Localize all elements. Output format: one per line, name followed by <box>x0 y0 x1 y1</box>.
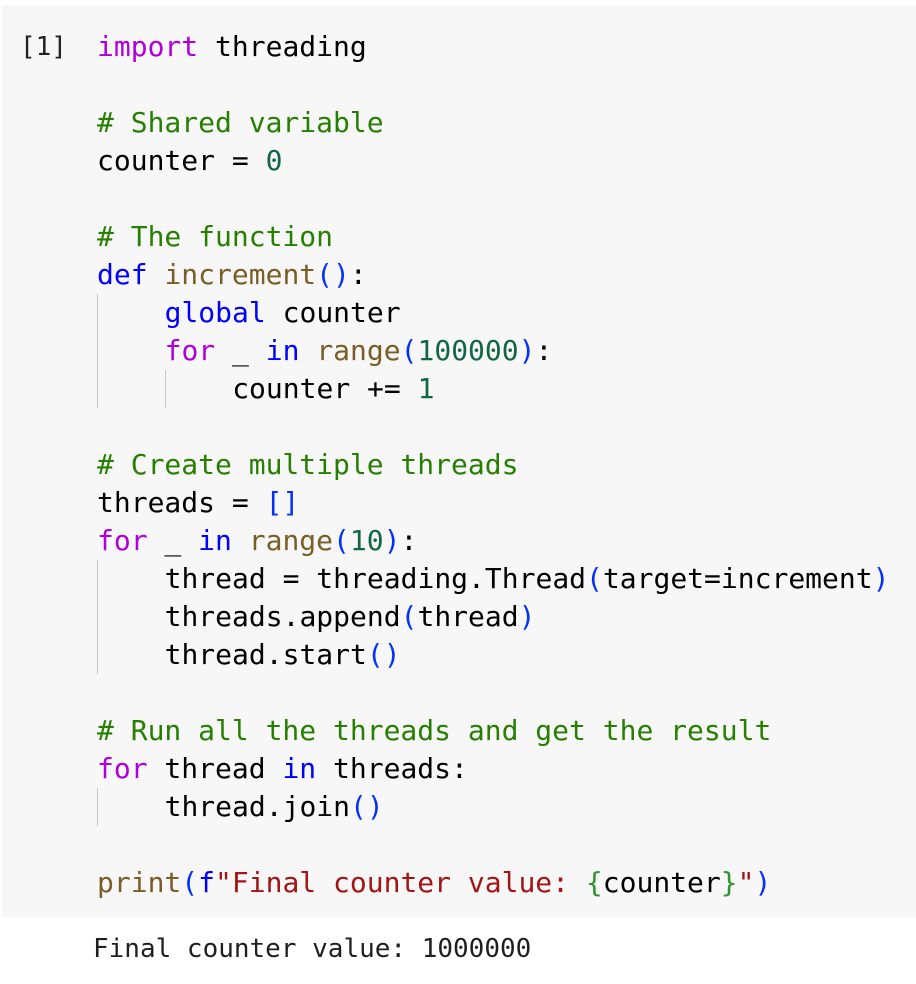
code-token: _ <box>215 334 266 367</box>
indent-guide <box>97 598 165 636</box>
code-line <box>97 674 889 712</box>
code-token: counter += <box>232 372 418 405</box>
code-token: _ <box>147 524 199 557</box>
code-line: # Create multiple threads <box>97 446 889 484</box>
code-token: # Shared variable <box>97 106 384 139</box>
code-token: () <box>350 790 384 823</box>
code-line: threads = [] <box>97 484 889 522</box>
code-token: { <box>585 866 603 899</box>
code-token: for <box>97 752 148 785</box>
code-token: import <box>97 30 199 63</box>
execution-count: [1] <box>20 32 67 62</box>
code-line: import threading <box>97 28 889 66</box>
code-token: in <box>198 524 232 557</box>
code-line: # The function <box>97 218 889 256</box>
code-line: thread = threading.Thread(target=increme… <box>97 560 889 598</box>
code-line <box>97 180 889 218</box>
code-token: counter <box>602 866 721 899</box>
code-token: 0 <box>265 144 283 177</box>
code-token: threads.append <box>164 600 401 633</box>
code-token: [] <box>265 486 300 519</box>
code-line: counter = 0 <box>97 142 889 180</box>
code-token: : <box>349 258 367 291</box>
code-token: : <box>400 524 418 557</box>
code-token: # Run all the threads and get the result <box>97 714 772 747</box>
code-token: threads = <box>97 486 266 519</box>
code-token: for <box>164 334 216 367</box>
code-token: counter = <box>97 144 266 177</box>
code-line <box>97 408 889 446</box>
code-token: # The function <box>97 220 334 253</box>
code-line: for _ in range(10): <box>97 522 889 560</box>
code-token: print <box>97 866 182 899</box>
code-line <box>97 66 889 104</box>
code-token: thread.start <box>164 638 367 671</box>
code-token: # Create multiple threads <box>97 448 519 481</box>
code-line: for thread in threads: <box>97 750 889 788</box>
code-token: global <box>164 296 266 329</box>
code-token: range <box>248 524 334 557</box>
code-token: ) <box>872 562 890 595</box>
indent-guide <box>97 788 165 826</box>
code-token: 10 <box>349 524 384 557</box>
code-line: counter += 1 <box>97 370 889 408</box>
code-token: range <box>316 334 401 367</box>
code-token: : <box>535 334 553 367</box>
code-token: ( <box>400 600 418 633</box>
code-line: global counter <box>97 294 889 332</box>
code-token: ( <box>586 562 603 595</box>
code-token: ) <box>518 600 536 633</box>
code-token: 100000 <box>417 334 519 367</box>
code-line: # Run all the threads and get the result <box>97 712 889 750</box>
code-token: f <box>198 866 216 899</box>
code-token: for <box>97 524 148 557</box>
code-token: thread <box>417 600 519 633</box>
code-token: ) <box>383 524 401 557</box>
cell-output: Final counter value: 1000000 <box>93 934 532 964</box>
code-line: thread.start() <box>97 636 889 674</box>
indent-guide <box>97 332 165 370</box>
code-token: counter <box>265 296 401 329</box>
code-token <box>232 524 249 557</box>
code-token: " <box>737 866 755 899</box>
code-token: 1 <box>417 372 435 405</box>
code-line: threads.append(thread) <box>97 598 889 636</box>
code-token: ) <box>754 866 772 899</box>
code-token: in <box>265 334 300 367</box>
code-line: thread.join() <box>97 788 889 826</box>
code-line: def increment(): <box>97 256 889 294</box>
code-token: "Final counter value: <box>215 866 586 899</box>
code-line: for _ in range(100000): <box>97 332 889 370</box>
indent-guide <box>97 636 165 674</box>
code-token: increment <box>164 258 317 291</box>
code-token: } <box>720 866 738 899</box>
code-token: def <box>97 258 148 291</box>
indent-guide <box>97 560 165 598</box>
code-token: thread.join <box>164 790 351 823</box>
code-token: threads: <box>316 752 468 785</box>
code-token: in <box>282 752 317 785</box>
code-token: ( <box>181 866 199 899</box>
code-token: () <box>316 258 350 291</box>
code-token: thread <box>147 752 283 785</box>
indent-guide <box>97 294 165 332</box>
code-token: ( <box>400 334 418 367</box>
code-token: thread = threading.Thread <box>164 562 587 595</box>
code-line: print(f"Final counter value: {counter}") <box>97 864 889 902</box>
indent-guide <box>97 370 165 408</box>
code-token: ) <box>518 334 536 367</box>
code-token <box>148 258 165 291</box>
code-token: target=increment <box>602 562 873 595</box>
code-line: # Shared variable <box>97 104 889 142</box>
indent-guide <box>164 370 233 408</box>
code-token: () <box>366 638 401 671</box>
code-line <box>97 826 889 864</box>
code-token: ( <box>333 524 350 557</box>
code-token: threading <box>198 30 367 63</box>
code-token <box>299 334 316 367</box>
